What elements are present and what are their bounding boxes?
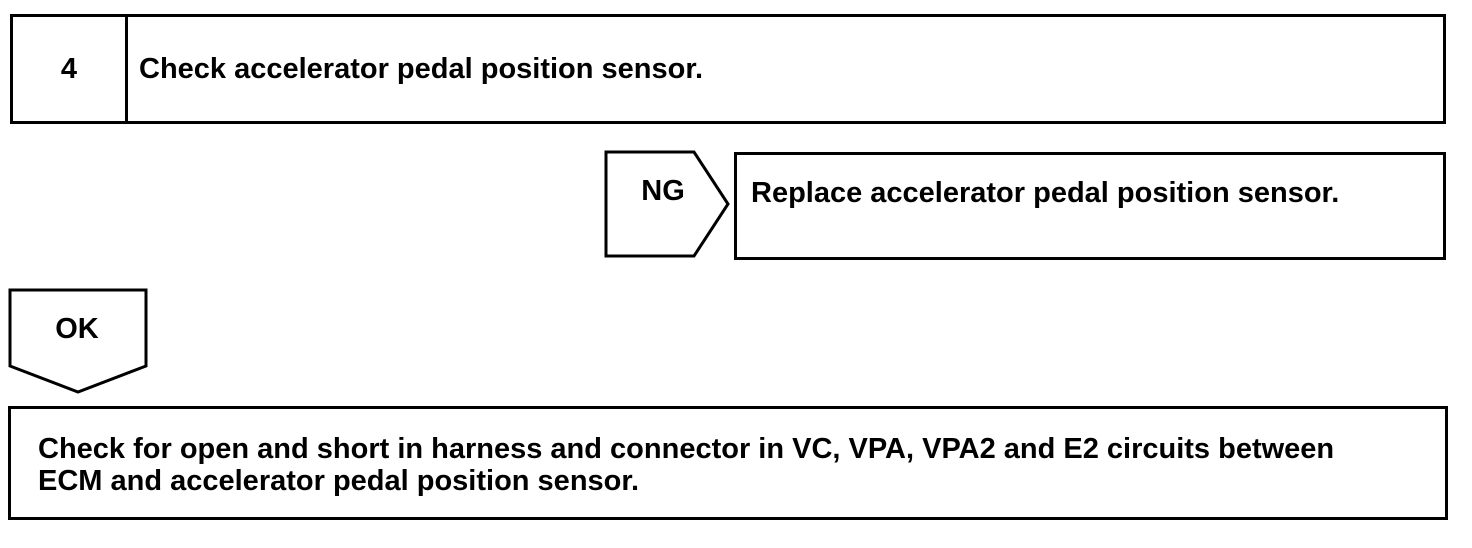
ng-label: NG xyxy=(641,175,685,207)
step-header-box: 4 Check accelerator pedal position senso… xyxy=(10,14,1446,124)
step-title: Check accelerator pedal position sensor. xyxy=(139,53,704,85)
step-divider xyxy=(125,17,128,121)
ng-arrow-tag xyxy=(604,150,730,258)
ng-action-text: Replace accelerator pedal position senso… xyxy=(751,177,1340,209)
ok-label: OK xyxy=(55,313,99,345)
next-step-box: Check for open and short in harness and … xyxy=(8,406,1448,520)
next-step-text: Check for open and short in harness and … xyxy=(38,433,1438,497)
ok-arrow-tag xyxy=(8,288,148,394)
next-step-line-1: Check for open and short in harness and … xyxy=(38,433,1335,465)
step-number: 4 xyxy=(60,53,78,85)
ng-action-box: Replace accelerator pedal position senso… xyxy=(734,152,1446,260)
next-step-line-2: ECM and accelerator pedal position senso… xyxy=(38,465,640,497)
